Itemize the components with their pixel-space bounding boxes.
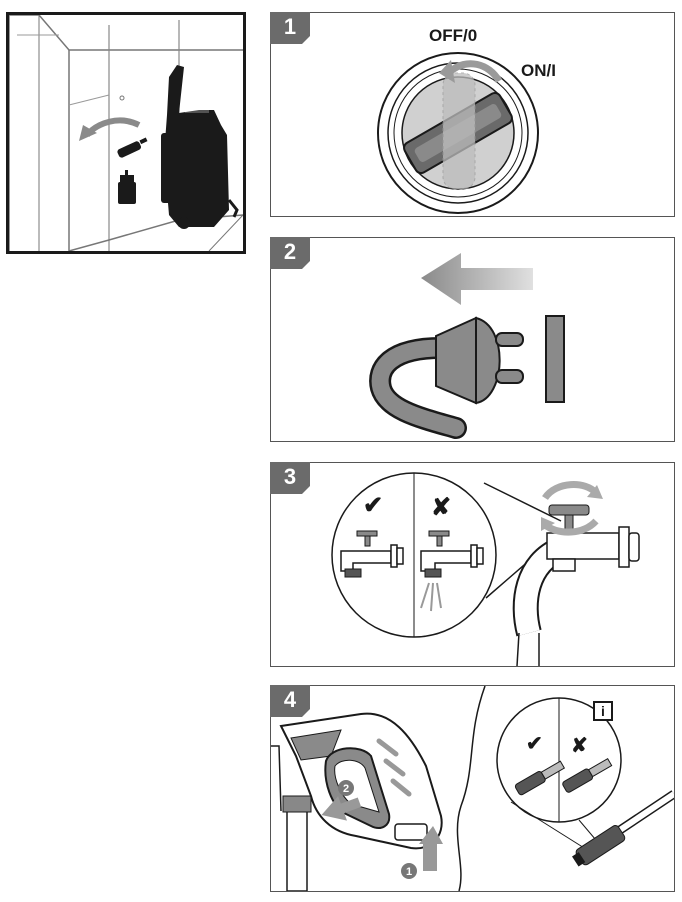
step-4-panel: 4 2 1 ✔ ✘	[270, 685, 675, 892]
svg-text:2: 2	[343, 783, 349, 795]
step-3-badge: 3	[270, 462, 314, 496]
step-3-panel: 3 ✔ ✘	[270, 462, 675, 667]
tap-icon	[340, 530, 404, 578]
step-2-badge: 2	[270, 237, 314, 271]
step-4-badge: 4	[270, 685, 314, 719]
wrong-symbol: ✘	[431, 494, 451, 521]
wrong-symbol: ✘	[571, 735, 588, 757]
intro-illustration	[6, 12, 246, 254]
step-2-panel: 2	[270, 237, 675, 442]
svg-text:1: 1	[406, 866, 412, 878]
callout-2	[338, 780, 354, 796]
step-1-number: 1	[283, 14, 297, 39]
step-3-number: 3	[283, 464, 297, 489]
info-icon: i	[593, 701, 613, 721]
on-label: ON/I	[521, 61, 556, 80]
correct-symbol: ✔	[526, 733, 543, 755]
plug-icon	[435, 316, 524, 405]
arrow-left-icon	[421, 253, 533, 305]
tap-check-illustration: ✔ ✘	[331, 472, 640, 666]
svg-text:i: i	[601, 703, 605, 719]
step-1-panel: 1 OFF/0 ON/I	[270, 12, 675, 217]
unplug-illustration	[369, 253, 565, 439]
step-4-number: 4	[283, 687, 297, 712]
washer-storage-scene	[8, 14, 244, 252]
off-label: OFF/0	[429, 26, 477, 45]
correct-symbol: ✔	[363, 492, 383, 519]
trigger-gun-illustration: 2 1 ✔ ✘ i	[271, 686, 674, 891]
callout-1	[401, 863, 417, 879]
arrow-left-icon	[79, 125, 97, 141]
step-1-badge: 1	[270, 12, 314, 46]
power-switch-illustration: OFF/0 ON/I	[377, 26, 556, 214]
step-2-number: 2	[283, 239, 297, 264]
